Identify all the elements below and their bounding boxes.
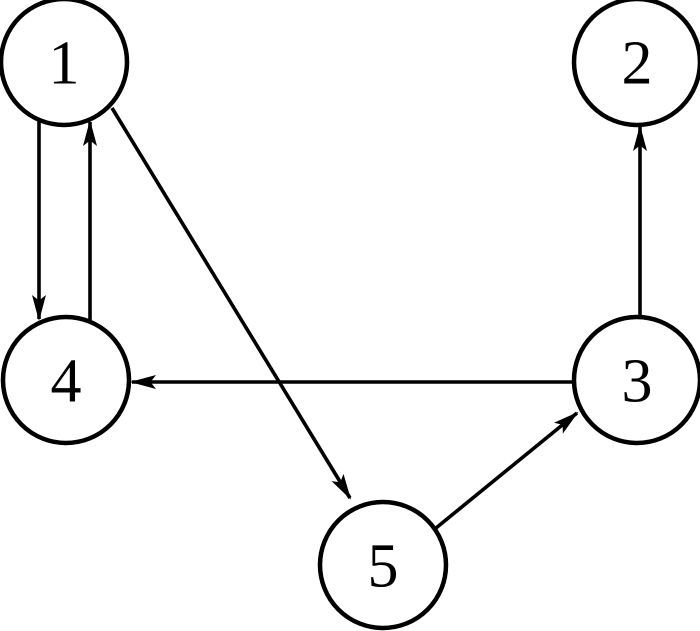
node-5-label: 5 [368,533,399,601]
node-5-circle [317,499,449,631]
node-1-label: 1 [49,30,80,98]
node-3-label: 3 [622,348,653,416]
labels-layer: 1 2 3 4 5 [49,30,653,601]
edge-5-to-3 [434,411,579,530]
node-3-circle [571,314,700,446]
edges-layer [32,107,647,530]
node-4-circle [0,314,132,446]
edge-1-to-5 [110,107,352,500]
node-2-label: 2 [622,30,653,98]
node-4-label: 4 [51,348,82,416]
node-1-circle [0,0,130,128]
